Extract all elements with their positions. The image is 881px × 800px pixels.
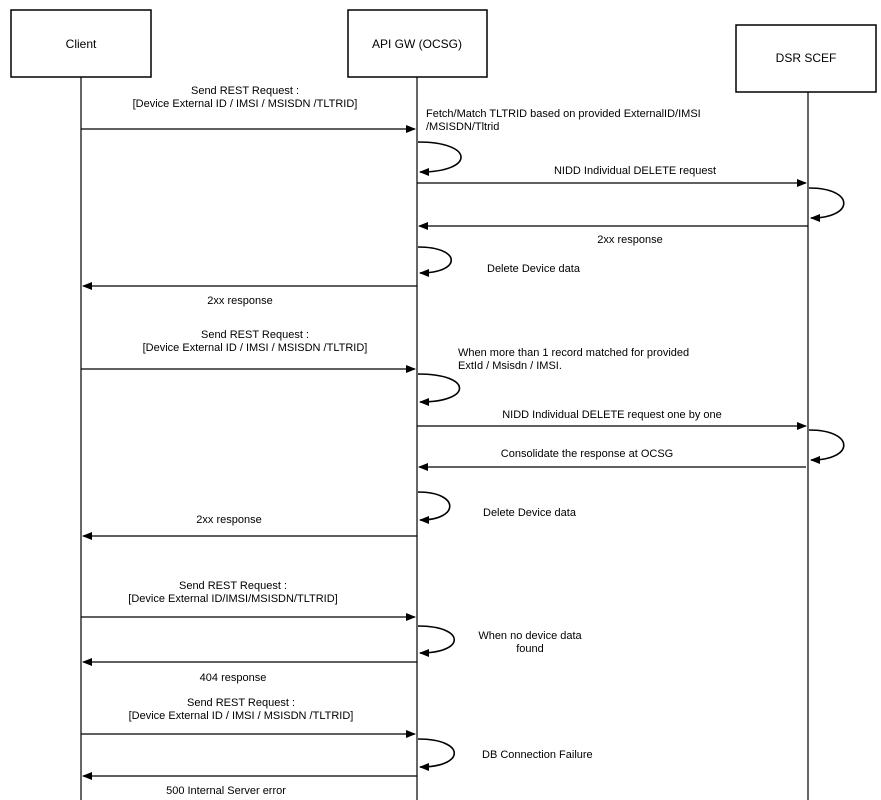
s4-dbfail-loop <box>417 738 456 771</box>
label-line: When no device data <box>478 630 582 642</box>
s2-delete-req-label: NIDD Individual DELETE request one by on… <box>502 409 722 421</box>
label-line: Consolidate the response at OCSG <box>501 448 673 460</box>
s1-scef-resp-label: 2xx response <box>597 234 662 246</box>
label-line: [Device External ID / IMSI / MSISDN /TLT… <box>143 342 368 354</box>
label-line: 2xx response <box>597 234 662 246</box>
s2-consolidate-label: Consolidate the response at OCSG <box>501 448 673 460</box>
label-line: Delete Device data <box>483 507 577 519</box>
s2-multi-label: When more than 1 record matched for prov… <box>458 347 689 372</box>
label-line: DB Connection Failure <box>482 749 593 761</box>
participant-scef-label: DSR SCEF <box>776 51 837 65</box>
label-line: NIDD Individual DELETE request <box>554 165 716 177</box>
participant-gateway-label: API GW (OCSG) <box>372 37 462 51</box>
s2-request-label: Send REST Request :[Device External ID /… <box>143 329 368 354</box>
s1-client-resp-label: 2xx response <box>207 295 272 307</box>
label-line: Delete Device data <box>487 263 581 275</box>
s2-multi-loop <box>417 373 461 406</box>
s3-nodata-loop <box>417 625 455 657</box>
s2-scef-loop <box>808 429 845 464</box>
label-line: 500 Internal Server error <box>166 785 286 797</box>
label-line: Fetch/Match TLTRID based on provided Ext… <box>426 108 701 120</box>
label-line: [Device External ID / IMSI / MSISDN /TLT… <box>129 710 354 722</box>
s1-delete-data-loop <box>417 246 452 277</box>
participant-gateway: API GW (OCSG) <box>347 9 488 78</box>
s1-fetch-loop <box>417 141 462 176</box>
s3-request-label: Send REST Request :[Device External ID/I… <box>128 580 337 605</box>
label-line: ExtId / Msisdn / IMSI. <box>458 360 562 372</box>
s1-delete-data-label: Delete Device data <box>487 263 581 275</box>
label-line: Send REST Request : <box>187 697 295 709</box>
s3-client-resp-label: 404 response <box>200 672 267 684</box>
label-line: [Device External ID/IMSI/MSISDN/TLTRID] <box>128 593 337 605</box>
label-line: [Device External ID / IMSI / MSISDN /TLT… <box>133 98 358 110</box>
s1-fetch-label: Fetch/Match TLTRID based on provided Ext… <box>426 108 701 133</box>
label-line: 404 response <box>200 672 267 684</box>
label-line: /MSISDN/Tltrid <box>426 121 499 133</box>
label-line: When more than 1 record matched for prov… <box>458 347 689 359</box>
label-line: 2xx response <box>207 295 272 307</box>
participant-client: Client <box>10 9 152 78</box>
s2-delete-data-loop <box>417 491 451 524</box>
participant-client-label: Client <box>66 37 97 51</box>
participant-scef: DSR SCEF <box>735 24 877 93</box>
label-line: 2xx response <box>196 514 261 526</box>
label-line: Send REST Request : <box>191 85 299 97</box>
s1-request-label: Send REST Request :[Device External ID /… <box>133 85 358 110</box>
s1-delete-req-label: NIDD Individual DELETE request <box>554 165 716 177</box>
s2-delete-data-label: Delete Device data <box>483 507 577 519</box>
label-line: Send REST Request : <box>179 580 287 592</box>
s4-dbfail-label: DB Connection Failure <box>482 749 593 761</box>
s4-client-resp-label: 500 Internal Server error <box>166 785 286 797</box>
s4-request-label: Send REST Request :[Device External ID /… <box>129 697 354 722</box>
label-line: NIDD Individual DELETE request one by on… <box>502 409 722 421</box>
label-line: found <box>516 643 544 655</box>
s2-client-resp-label: 2xx response <box>196 514 261 526</box>
s1-scef-loop <box>808 187 845 222</box>
label-line: Send REST Request : <box>201 329 309 341</box>
